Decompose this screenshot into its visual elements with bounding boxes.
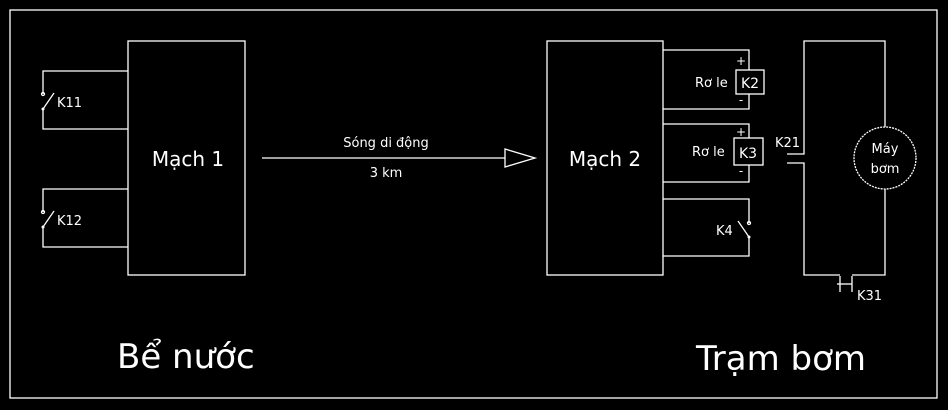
relay-k3-label: Rơ le [692,145,725,160]
pump-circuit: K21 K31 Máy bơm [775,40,917,304]
switch-k12: K12 [40,188,128,248]
svg-text:Máy: Máy [872,142,899,157]
switch-k12-label: K12 [57,214,82,229]
switch-k11-label: K11 [57,96,82,111]
frame [9,9,938,399]
relay-k3: + - K3 Rơ le [663,123,764,183]
relay-k2-name: K2 [741,76,759,92]
relay-k3-name: K3 [739,146,757,162]
right-station-title: Trạm bơm [695,339,866,379]
contact-k21-label: K21 [775,136,800,151]
relay-k2: + - K2 Rơ le [663,49,765,110]
circuit-1-box [127,40,246,276]
svg-text:-: - [739,164,743,178]
contact-k31-label: K31 [857,289,882,304]
circuit-1-label: Mạch 1 [152,147,224,171]
wireless-link-arrow: Sóng di động 3 km [262,136,538,181]
switch-k4: K4 [663,198,752,257]
svg-text:bơm: bơm [871,162,900,177]
svg-text:+: + [736,125,746,139]
link-label: Sóng di động [343,136,429,151]
svg-text:-: - [739,93,743,107]
switch-k11: K11 [40,70,128,130]
circuit-2-box [546,40,664,276]
link-distance: 3 km [370,166,403,181]
svg-text:+: + [736,54,746,68]
left-station-title: Bể nước [117,337,255,377]
switch-k4-label: K4 [716,224,733,239]
circuit-1: Mạch 1 [127,40,246,276]
circuit-2-label: Mạch 2 [569,147,641,171]
relay-k2-label: Rơ le [695,76,728,91]
pump-motor [853,126,917,190]
circuit-2: Mạch 2 [546,40,664,276]
